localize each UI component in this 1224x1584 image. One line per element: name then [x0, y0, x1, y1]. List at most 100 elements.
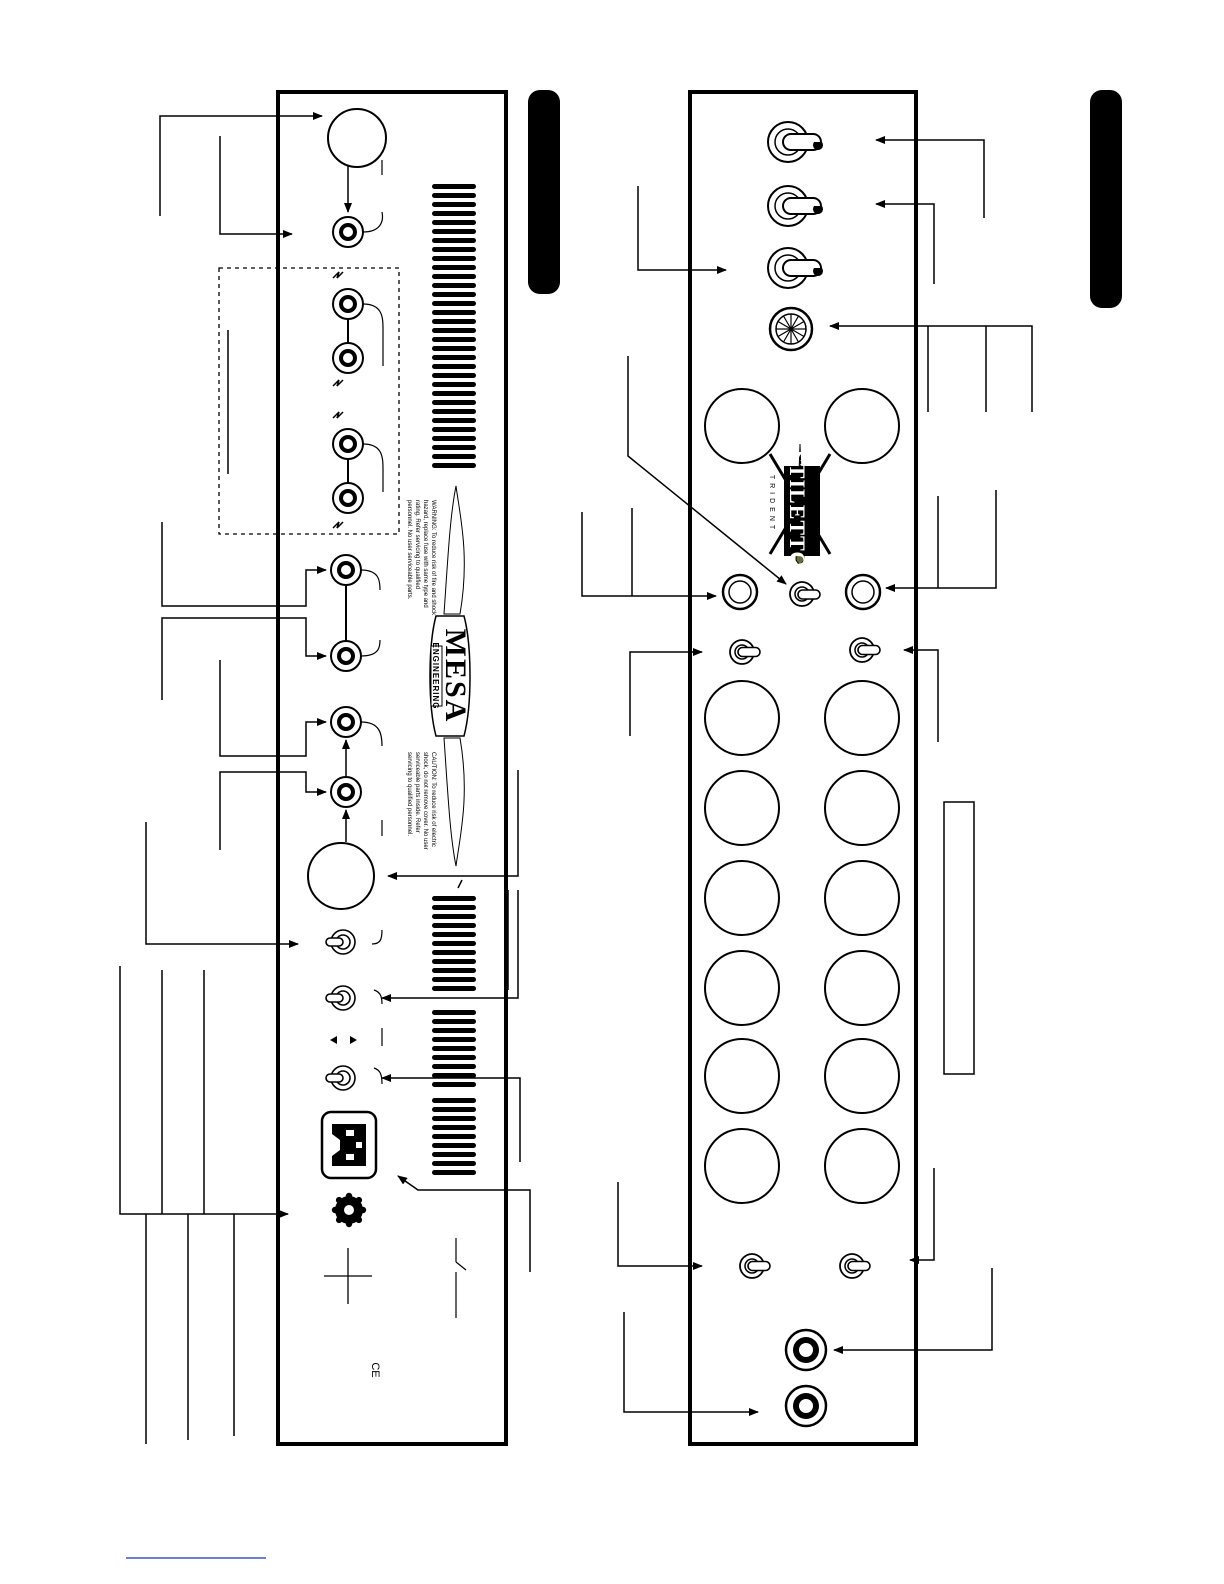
rear-selector-arrows	[330, 1028, 383, 1046]
vent-slat	[432, 1143, 476, 1148]
rear-toggle-3[interactable]	[325, 1065, 383, 1091]
front-center-toggle[interactable]	[789, 581, 821, 607]
vent-slat	[432, 1064, 476, 1069]
knob-right-1[interactable]	[824, 680, 900, 756]
rear-mid-knob[interactable]	[307, 842, 375, 910]
rear-jack-pair-3[interactable]	[330, 554, 381, 672]
knob-left-5[interactable]	[704, 1038, 780, 1114]
front-top-toggle-3[interactable]	[767, 247, 824, 289]
vent-slat	[432, 319, 476, 324]
knob-left-3[interactable]	[704, 860, 780, 936]
rear-vent-lower-a	[432, 896, 476, 991]
warning-line-2: hazard, replace fuse with same type and	[422, 500, 428, 608]
rear-vent-lower-b	[432, 1010, 476, 1087]
front-label-box	[943, 801, 975, 1075]
knob-top-left[interactable]	[704, 388, 780, 464]
fuse-knurl	[355, 1196, 363, 1204]
front-led-right	[844, 573, 882, 611]
vent-slat	[432, 1152, 476, 1157]
vent-slat	[432, 905, 476, 910]
rear-toggle-1[interactable]	[325, 929, 383, 955]
rear-jack-pair-2[interactable]	[332, 411, 384, 529]
knob-right-3[interactable]	[824, 860, 900, 936]
rear-jack-pair-1[interactable]	[332, 271, 384, 387]
front-small-toggle-2[interactable]	[849, 637, 881, 663]
rear-panel-label-tab	[528, 90, 560, 294]
jewel-facet	[790, 328, 800, 343]
vent-slat	[432, 1161, 476, 1166]
vent-slat	[432, 1010, 476, 1015]
fuse-cap	[344, 1205, 354, 1215]
front-callout-lines	[581, 136, 1033, 1416]
warning-text-block: WARNING: To reduce risk of fire and shoc…	[406, 500, 436, 616]
rear-top-knob[interactable]	[327, 108, 387, 168]
vent-slat	[432, 301, 476, 306]
front-input-jack-1[interactable]	[784, 1328, 828, 1372]
vent-slat	[432, 391, 476, 396]
vent-slat	[432, 959, 476, 964]
ce-mark: CE	[369, 1362, 381, 1377]
front-input-jack-2[interactable]	[784, 1384, 828, 1428]
rear-jack-top[interactable]	[332, 160, 384, 248]
front-small-toggle-3[interactable]	[739, 1253, 771, 1279]
vent-slat	[432, 328, 476, 333]
front-knobs	[704, 388, 900, 1204]
toggle-lever	[847, 1260, 871, 1272]
pilot-light-jewel	[768, 306, 814, 352]
vent-slat	[432, 220, 476, 225]
front-small-toggle-4[interactable]	[839, 1253, 871, 1279]
vent-slat	[432, 211, 476, 216]
knob-right-4[interactable]	[824, 950, 900, 1026]
rear-toggle-2[interactable]	[325, 985, 383, 1011]
vent-slat	[432, 247, 476, 252]
jewel-facet	[777, 320, 792, 330]
knob-right-2[interactable]	[824, 770, 900, 846]
vent-slat	[432, 977, 476, 982]
vent-slat	[432, 1082, 476, 1087]
jewel-facet	[777, 328, 792, 338]
rear-cross-mark	[324, 1248, 372, 1304]
front-small-toggle-1[interactable]	[729, 639, 761, 665]
knob-right-6[interactable]	[824, 1128, 900, 1204]
vent-slat	[432, 256, 476, 261]
knob-left-2[interactable]	[704, 770, 780, 846]
fuse-knurl	[355, 1216, 363, 1224]
fuse-knurl	[335, 1196, 343, 1204]
stiletto-logo: STILETTO TRIDENT	[768, 443, 832, 569]
vent-slat	[432, 400, 476, 405]
vent-slat	[432, 184, 476, 189]
vent-slat	[432, 896, 476, 901]
vent-slat	[432, 950, 476, 955]
knob-right-5[interactable]	[824, 1038, 900, 1114]
knob-top-right[interactable]	[824, 388, 900, 464]
vent-slat	[432, 1107, 476, 1112]
fuse-knurl	[359, 1206, 367, 1214]
vent-slat	[432, 1116, 476, 1121]
front-top-toggle-1[interactable]	[767, 121, 823, 163]
vent-slat	[432, 427, 476, 432]
vent-slat	[432, 1098, 476, 1103]
caution-line-2: shock, do not remove cover. No user	[422, 752, 428, 850]
vent-slat	[432, 463, 476, 468]
fuse-knurl	[335, 1216, 343, 1224]
rear-panel: CE MESA ENGINEERING WARNING: To reduce r…	[119, 90, 560, 1446]
rear-jack-pair-4[interactable]	[330, 706, 383, 842]
rear-vent-lower-c	[432, 1098, 476, 1175]
vent-slat	[432, 292, 476, 297]
vent-slat	[432, 445, 476, 450]
warning-line-3: rating. Refer servicing to qualified	[414, 500, 420, 589]
caution-line-1: CAUTION: To reduce risk of electric	[430, 752, 436, 847]
warning-line-1: WARNING: To reduce risk of fire and shoc…	[430, 500, 436, 616]
jewel-facet	[790, 315, 800, 330]
front-panel-label-tab	[1090, 90, 1122, 308]
knob-left-1[interactable]	[704, 680, 780, 756]
mesa-logo-brand: MESA	[439, 629, 472, 724]
front-top-toggle-2[interactable]	[767, 185, 824, 227]
vent-slat	[432, 1028, 476, 1033]
front-panel: STILETTO TRIDENT	[581, 90, 1122, 1446]
knob-left-4[interactable]	[704, 950, 780, 1026]
fuse-holder[interactable]	[331, 1192, 367, 1228]
vent-slat	[432, 229, 476, 234]
power-inlet[interactable]	[320, 1110, 378, 1180]
knob-left-6[interactable]	[704, 1128, 780, 1204]
